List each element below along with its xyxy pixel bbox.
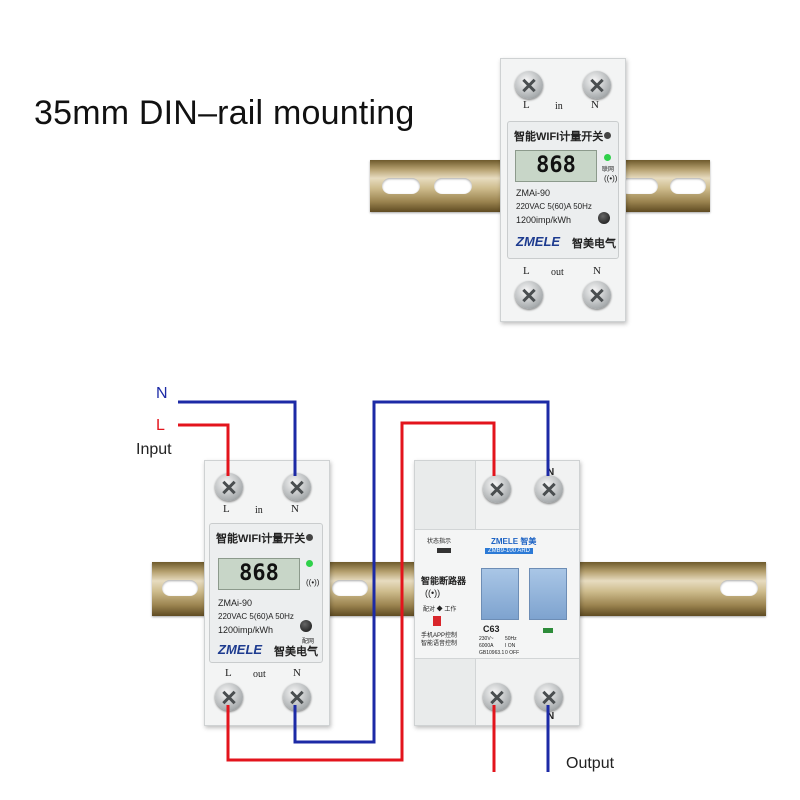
network-led — [306, 560, 313, 567]
smart-breaker: N 状态指示 ZMELE 智美 ZMB9-100 ARD 智能断路器 ((•))… — [414, 460, 580, 726]
terminal-L-label: L — [225, 667, 232, 679]
energy-meter-bottom: L in N 智能WIFI计量开关 868 ((•)) ZMAi-90 220V… — [204, 460, 330, 726]
meter-title: 智能WIFI计量开关 — [216, 533, 306, 545]
terminal-N-label: N — [293, 667, 301, 679]
terminal-screw — [483, 683, 511, 711]
terminal-screw — [515, 71, 543, 99]
breaker-toggle-1[interactable] — [481, 568, 519, 620]
terminal-screw — [483, 475, 511, 503]
wire-live-input — [178, 423, 230, 476]
status-label: 状态指示 — [427, 539, 452, 545]
rail-slot — [670, 178, 706, 194]
status-indicator — [437, 548, 451, 553]
lcd-display: 868 — [515, 150, 597, 182]
pulse-led — [604, 132, 611, 139]
breaker-rating: C63 — [483, 624, 500, 634]
breaker-off-label: 0 OFF — [505, 650, 520, 656]
led-label-network: 联网 — [602, 167, 615, 173]
brand-cn: 智美电气 — [572, 238, 616, 250]
pair-button[interactable] — [433, 616, 441, 626]
breaker-spec-3: GB10963.1 — [479, 650, 505, 656]
breaker-brand: ZMELE 智美 — [491, 537, 537, 546]
meter-faceplate: 智能WIFI计量开关 868 联网 ((•)) ZMAi-90 220VAC 5… — [507, 121, 619, 259]
page-title: 35mm DIN–rail mounting — [34, 94, 415, 132]
meter-constant: 1200imp/kWh — [218, 625, 274, 635]
meter-title: 智能WIFI计量开关 — [514, 131, 604, 143]
app-label-1: 手机APP控制 — [421, 633, 458, 639]
pair-button[interactable] — [598, 212, 610, 224]
terminal-screw — [215, 473, 243, 501]
meter-rating: 220VAC 5(60)A 50Hz — [516, 202, 592, 211]
breaker-model: ZMB9-100 ARD — [485, 548, 534, 554]
rail-slot — [434, 178, 472, 194]
terminal-screw — [583, 71, 611, 99]
output-label: Output — [566, 755, 615, 772]
rail-slot — [332, 580, 368, 596]
terminal-out-label: out — [551, 267, 564, 278]
breaker-name: 智能断路器 — [421, 576, 467, 586]
terminal-screw — [283, 473, 311, 501]
pair-button[interactable] — [300, 620, 312, 632]
meter-model: ZMAi-90 — [218, 598, 253, 608]
terminal-in-label: in — [555, 101, 563, 112]
meter-faceplate: 智能WIFI计量开关 868 ((•)) ZMAi-90 220VAC 5(60… — [209, 523, 323, 663]
terminal-N-label: N — [591, 99, 599, 111]
terminal-screw — [515, 281, 543, 309]
wifi-icon: ((•)) — [604, 174, 618, 183]
terminal-screw — [583, 281, 611, 309]
terminal-L-label: L — [223, 503, 230, 515]
energy-meter-top: L in N 智能WIFI计量开关 868 联网 ((•)) ZMAi-90 2… — [500, 58, 626, 322]
wire-neutral-meter-to-breaker — [293, 400, 550, 744]
breaker-on-label: I ON — [505, 643, 516, 649]
pulse-led — [306, 534, 313, 541]
breaker-toggle-2[interactable] — [529, 568, 567, 620]
terminal-screw — [283, 683, 311, 711]
brand-logo: ZMELE — [218, 642, 263, 657]
breaker-terminal-N-label: N — [547, 711, 555, 722]
terminal-in-label: in — [255, 505, 263, 516]
live-label: L — [156, 417, 165, 434]
breaker-spec-4: 50Hz — [505, 636, 517, 642]
wifi-icon: ((•)) — [306, 578, 320, 587]
breaker-indicator — [543, 628, 553, 633]
breaker-terminal-N-label: N — [547, 467, 555, 478]
rail-slot — [620, 178, 658, 194]
rail-slot — [162, 580, 198, 596]
breaker-spec-2: 6000A — [479, 643, 494, 649]
brand-logo: ZMELE — [516, 234, 561, 249]
app-label-2: 智能语音控制 — [421, 641, 458, 647]
input-label: Input — [136, 441, 172, 458]
wire-neutral-input — [178, 400, 297, 476]
breaker-label-strip: 状态指示 ZMELE 智美 ZMB9-100 ARD 智能断路器 ((•)) 配… — [415, 529, 579, 659]
pair-label: 配网 — [302, 639, 315, 645]
terminal-N-label: N — [593, 265, 601, 277]
meter-model: ZMAi-90 — [516, 188, 551, 198]
rail-slot — [720, 580, 758, 596]
terminal-L-label: L — [523, 265, 530, 277]
pair-work-label: 配对 ◆ 工作 — [423, 607, 457, 613]
terminal-out-label: out — [253, 669, 266, 680]
rail-slot — [382, 178, 420, 194]
wire-live-meter-to-breaker — [226, 421, 496, 762]
terminal-N-label: N — [291, 503, 299, 515]
brand-cn: 智美电气 — [274, 646, 318, 658]
breaker-spec-1: 230V~ — [479, 636, 494, 642]
network-led — [604, 154, 611, 161]
lcd-display: 868 — [218, 558, 300, 590]
meter-constant: 1200imp/kWh — [516, 215, 572, 225]
meter-rating: 220VAC 5(60)A 50Hz — [218, 612, 294, 621]
neutral-label: N — [156, 385, 168, 402]
wifi-icon: ((•)) — [425, 588, 441, 598]
terminal-L-label: L — [523, 99, 530, 111]
terminal-screw — [535, 475, 563, 503]
